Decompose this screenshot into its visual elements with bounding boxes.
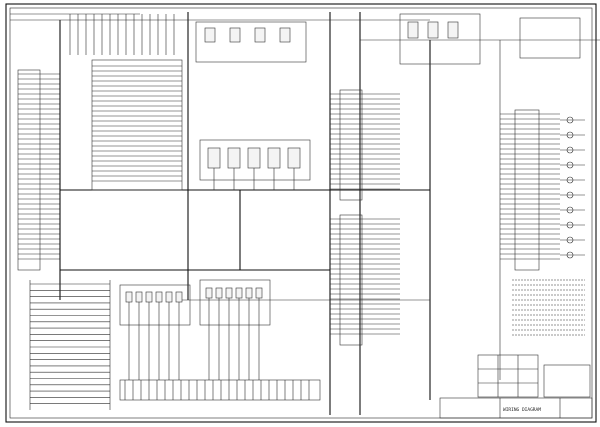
bottom-connector-row — [119, 379, 321, 401]
left-connector-strip — [17, 69, 60, 271]
title-block-label: WIRING DIAGRAM — [503, 407, 541, 413]
notes-block — [512, 279, 585, 336]
inner-border — [9, 7, 593, 419]
lower-left-ladder — [29, 280, 111, 410]
top-wire-bundle — [69, 14, 175, 55]
legend-table — [477, 354, 539, 398]
fuse-block-lower — [119, 279, 271, 380]
center-connector-column — [330, 89, 400, 346]
switch-group-middle — [199, 139, 311, 190]
relay-group-top — [195, 21, 307, 63]
ecu-block-left — [91, 59, 183, 191]
harness-trunk — [10, 12, 600, 415]
title-block: WIRING DIAGRAM — [439, 364, 593, 419]
sheet-border — [5, 3, 597, 423]
right-connector-column — [500, 109, 585, 271]
relay-group-top-right — [399, 13, 581, 65]
